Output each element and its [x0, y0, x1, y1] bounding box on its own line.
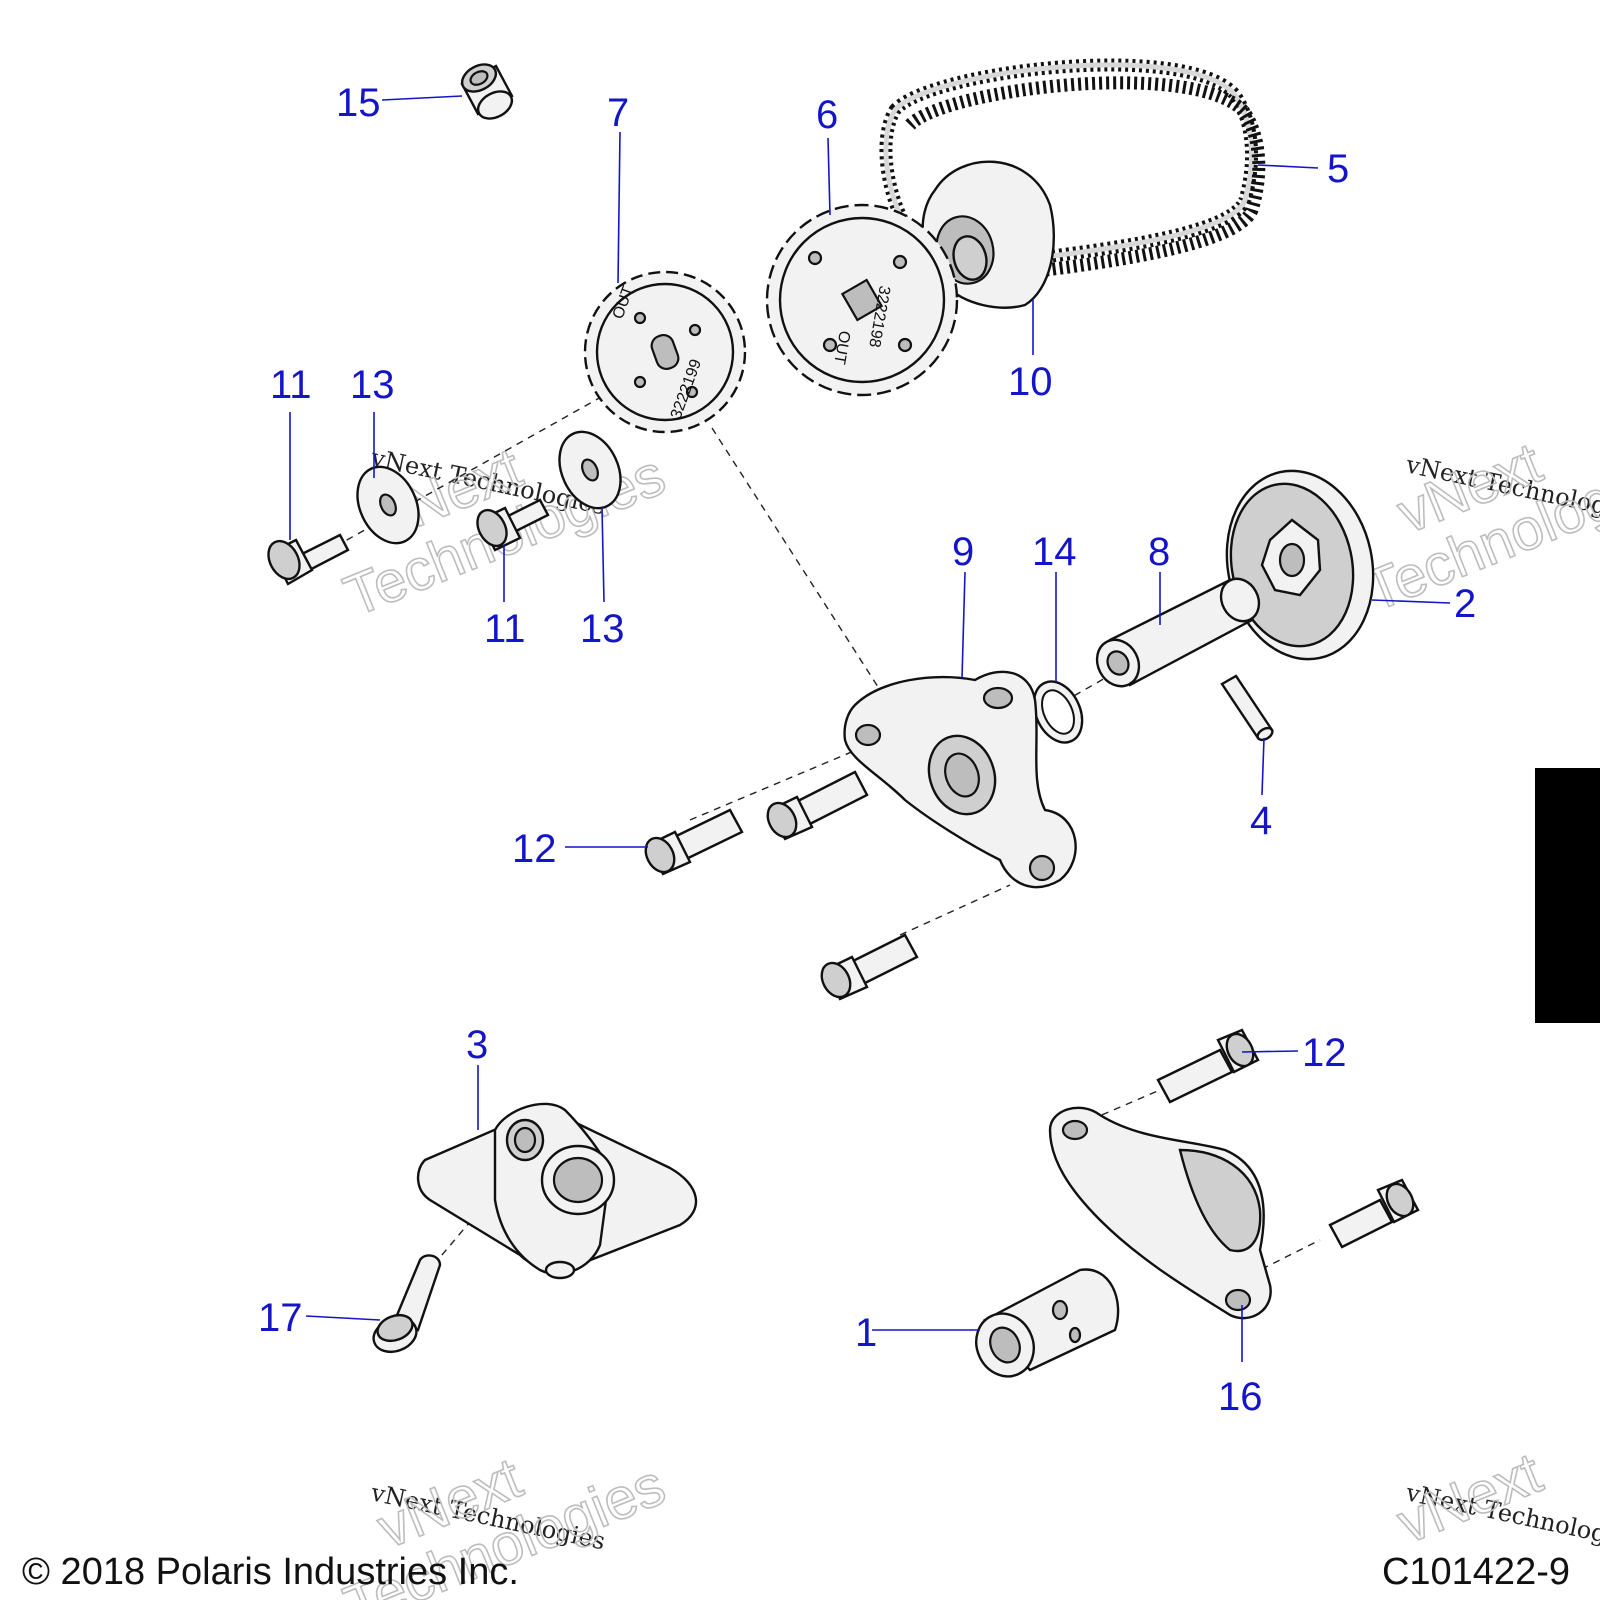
callout-17: 17 [258, 1296, 303, 1340]
callout-labels: 15 7 6 5 10 11 13 11 13 9 14 8 2 4 12 3 … [258, 81, 1476, 1419]
callout-12-right: 12 [1302, 1031, 1347, 1075]
part-11-bolt-center [476, 498, 550, 552]
part-1-relief-valve [975, 1268, 1120, 1378]
leader-12b [1241, 1050, 1299, 1053]
part-17-bolt [372, 1254, 442, 1354]
part-13-washer-right [558, 430, 622, 510]
part-12-bolt-right [1156, 1028, 1260, 1104]
leader-5 [1257, 164, 1319, 169]
part-8-shaft [1095, 577, 1261, 688]
watermark-bottom-right-big: vNext [1388, 1439, 1551, 1556]
leader-7 [617, 131, 621, 284]
callout-6: 6 [816, 93, 838, 137]
callout-13-upper: 13 [350, 363, 395, 407]
leader-lines [289, 95, 1451, 1362]
callout-4: 4 [1250, 799, 1272, 843]
part-6-sprocket: 3222198 OUT [765, 203, 959, 397]
assembly-line-bolt-11 [289, 391, 611, 573]
callout-10: 10 [1008, 360, 1053, 404]
leader-13b [601, 507, 605, 603]
callout-15: 15 [336, 81, 381, 125]
callout-7: 7 [607, 91, 629, 135]
copyright-text: © 2018 Polaris Industries Inc. [22, 1551, 519, 1593]
leader-2 [1371, 599, 1451, 604]
section-tab-marker [1535, 768, 1600, 1023]
leader-4 [1261, 737, 1265, 796]
part-12-bolt-pump-middle [766, 770, 869, 841]
callout-12-pump: 12 [512, 827, 557, 871]
callout-13-lower: 13 [580, 607, 625, 651]
callout-14: 14 [1032, 530, 1077, 574]
part-3-tensioner [416, 1102, 698, 1280]
part-2-rotor [1225, 469, 1375, 661]
watermark-big-text-1: vNext [1389, 1440, 1551, 1556]
part-15-dowel [460, 63, 514, 120]
callout-5: 5 [1327, 147, 1349, 191]
part-4-pin [1220, 674, 1274, 742]
leader-15 [381, 95, 463, 101]
callout-16: 16 [1218, 1375, 1263, 1419]
gear-6-out-text: OUT [830, 329, 853, 365]
part-11-bolt-left [267, 533, 350, 586]
part-9-pump-body [843, 670, 1077, 889]
part-12-bolt-pump-lower [820, 933, 919, 1001]
part-14-oring [1032, 680, 1084, 744]
callout-11-upper: 11 [270, 363, 312, 407]
assembly-line-bolt-lower [899, 884, 1011, 936]
part-16-cover [1048, 1106, 1272, 1320]
part-12-bolt-pump-left [644, 808, 744, 876]
assembly-line-bolt-12-left [689, 739, 881, 821]
assembly-line-gear-to-pump [711, 427, 881, 691]
callout-1: 1 [855, 1311, 877, 1355]
leader-17 [305, 1315, 381, 1321]
callout-3: 3 [466, 1023, 488, 1067]
figure-id-text: C101422-9 [1381, 1551, 1570, 1593]
callout-11-lower: 11 [484, 607, 526, 651]
callout-8: 8 [1148, 530, 1170, 574]
part-13-washer-left [356, 465, 420, 545]
part-7-sprocket: OUT 3222199 [583, 270, 747, 434]
leader-9 [961, 571, 966, 679]
leader-6 [827, 137, 831, 216]
callout-9: 9 [952, 530, 974, 574]
part-bolt-far-right [1328, 1178, 1420, 1249]
callout-2: 2 [1454, 582, 1476, 626]
